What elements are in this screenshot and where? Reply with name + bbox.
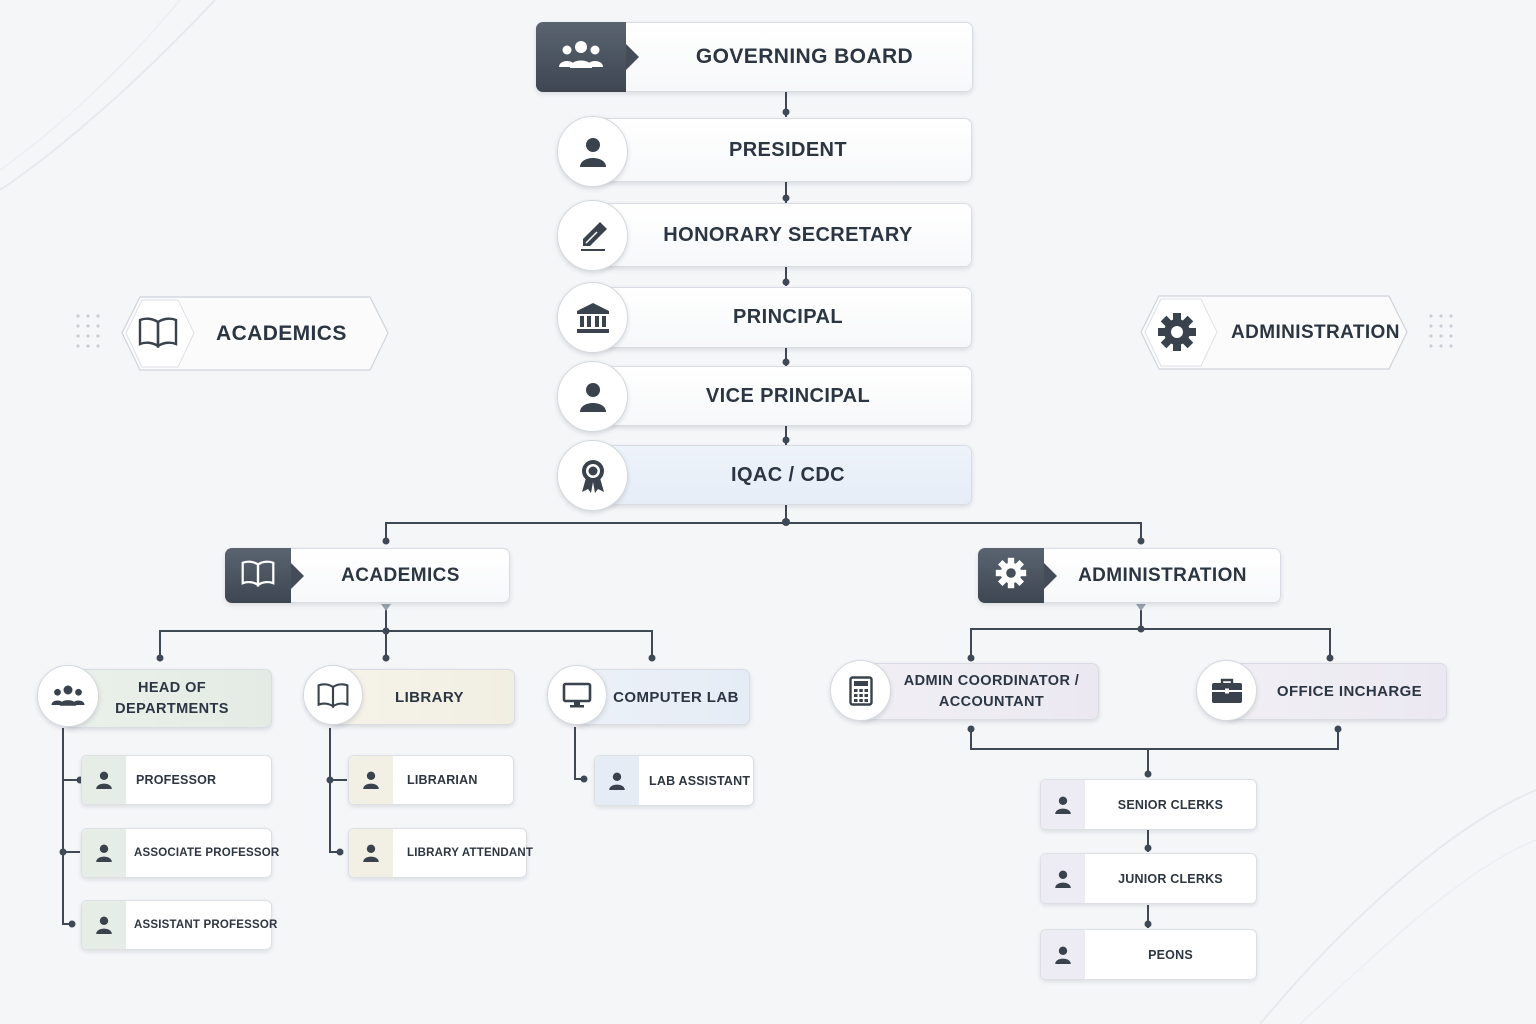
professor-label: PROFESSOR: [136, 773, 217, 787]
librarian-card[interactable]: LIBRARIAN: [348, 755, 514, 805]
administration-section-label: ADMINISTRATION: [1078, 564, 1247, 586]
vice-principal-node[interactable]: VICE PRINCIPAL: [596, 366, 972, 426]
assistant-professor-label: ASSISTANT PROFESSOR: [134, 919, 278, 931]
peons-card[interactable]: PEONS: [1040, 929, 1257, 980]
pen-icon: [557, 200, 628, 271]
admin-coordinator-node[interactable]: ADMIN COORDINATOR / ACCOUNTANT: [860, 663, 1099, 720]
honorary-secretary-label: HONORARY SECRETARY: [663, 223, 913, 246]
academics-section-head[interactable]: ACADEMICS: [225, 548, 510, 603]
award-ribbon-icon: [557, 440, 628, 511]
person-icon: [82, 901, 126, 949]
governing-board-label: GOVERNING BOARD: [695, 45, 914, 68]
academics-side-label: ACADEMICS: [216, 321, 347, 345]
dot-grid-left: [76, 314, 100, 348]
librarian-label: LIBRARIAN: [407, 773, 478, 787]
person-icon: [557, 361, 628, 432]
open-book-icon: [241, 559, 275, 592]
office-incharge-node[interactable]: OFFICE INCHARGE: [1226, 663, 1447, 720]
gear-icon: [995, 557, 1027, 594]
library-attendant-label: LIBRARY ATTENDANT: [407, 847, 534, 859]
admin-coordinator-label: ADMIN COORDINATOR / ACCOUNTANT: [903, 672, 1080, 710]
associate-professor-label: ASSOCIATE PROFESSOR: [134, 847, 280, 859]
iqac-node[interactable]: IQAC / CDC: [596, 445, 972, 505]
dot-grid-right: [1429, 314, 1453, 348]
administration-section-head[interactable]: ADMINISTRATION: [978, 548, 1281, 603]
peons-label: PEONS: [1148, 947, 1193, 962]
lab-assistant-label: LAB ASSISTANT: [649, 773, 751, 788]
junior-clerks-label: JUNIOR CLERKS: [1118, 871, 1223, 886]
president-node[interactable]: PRESIDENT: [596, 118, 972, 182]
academics-section-label: ACADEMICS: [341, 564, 460, 586]
bank-building-icon: [557, 282, 628, 353]
principal-node[interactable]: PRINCIPAL: [596, 287, 972, 348]
people-group-icon: [557, 38, 605, 77]
gear-icon: [1157, 312, 1199, 354]
office-incharge-label: OFFICE INCHARGE: [1276, 683, 1423, 700]
academics-side-tag[interactable]: ACADEMICS: [120, 296, 390, 371]
administration-side-tag[interactable]: ADMINISTRATION: [1139, 295, 1409, 370]
open-book-icon: [138, 316, 180, 350]
person-icon: [1041, 780, 1085, 829]
administration-side-label: ADMINISTRATION: [1231, 321, 1400, 343]
open-book-icon: [303, 665, 363, 725]
hod-label: HEAD OF DEPARTMENTS: [115, 679, 229, 717]
president-label: PRESIDENT: [728, 138, 848, 161]
monitor-icon: [547, 665, 607, 725]
calculator-icon: [830, 660, 891, 721]
briefcase-icon: [1196, 660, 1257, 721]
principal-label: PRINCIPAL: [733, 306, 843, 328]
person-icon: [82, 756, 126, 804]
associate-professor-card[interactable]: ASSOCIATE PROFESSOR: [81, 828, 279, 878]
lab-assistant-card[interactable]: LAB ASSISTANT: [594, 755, 754, 806]
computer-lab-label: COMPUTER LAB: [613, 688, 739, 706]
assistant-professor-card[interactable]: ASSISTANT PROFESSOR: [81, 900, 277, 950]
person-icon: [1041, 930, 1085, 979]
person-icon: [1041, 854, 1085, 903]
person-icon: [349, 756, 393, 804]
junior-clerks-card[interactable]: JUNIOR CLERKS: [1040, 853, 1257, 904]
person-icon: [349, 829, 393, 877]
senior-clerks-card[interactable]: SENIOR CLERKS: [1040, 779, 1257, 830]
hex-frame: [121, 296, 389, 371]
person-icon: [595, 756, 639, 805]
library-attendant-card[interactable]: LIBRARY ATTENDANT: [348, 828, 533, 878]
professor-card[interactable]: PROFESSOR: [81, 755, 272, 805]
governing-board-node[interactable]: GOVERNING BOARD: [536, 22, 973, 92]
person-icon: [557, 116, 628, 187]
person-icon: [82, 829, 126, 877]
vice-principal-label: VICE PRINCIPAL: [705, 384, 871, 407]
library-label: LIBRARY: [395, 688, 464, 706]
senior-clerks-label: SENIOR CLERKS: [1117, 797, 1224, 812]
people-group-icon: [37, 665, 99, 727]
iqac-label: IQAC / CDC: [731, 463, 845, 486]
honorary-secretary-node[interactable]: HONORARY SECRETARY: [596, 203, 972, 267]
